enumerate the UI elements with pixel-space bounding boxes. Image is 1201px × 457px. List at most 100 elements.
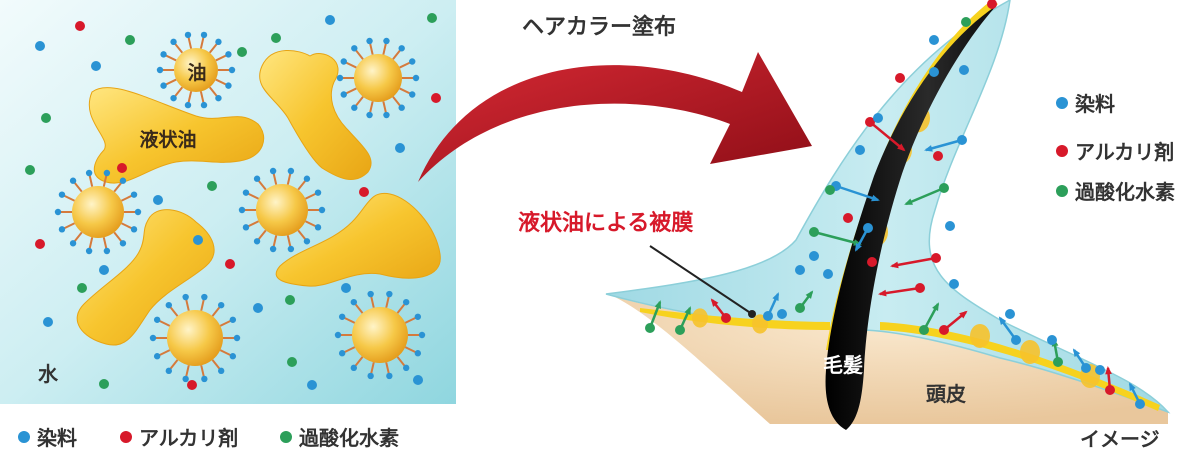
surfactant-head	[351, 104, 358, 111]
alkali-dot	[865, 117, 875, 127]
peroxide-dot	[285, 295, 295, 305]
surfactant-head	[85, 247, 93, 255]
surfactant-head	[215, 94, 222, 102]
peroxide-dot	[795, 303, 805, 313]
oil-film-bump	[1020, 340, 1040, 364]
alkali-dot	[187, 380, 197, 390]
surfactant-head	[182, 375, 189, 383]
micelle-icon	[149, 293, 241, 383]
dye-dot	[863, 223, 873, 233]
arrow-head	[998, 316, 1007, 325]
peroxide-dot	[25, 165, 35, 175]
surfactant-head	[336, 74, 344, 82]
film-label: 液状油による被膜	[518, 210, 693, 236]
oil-micelles	[54, 31, 426, 383]
dye-icon	[18, 431, 30, 443]
surfactant-head	[253, 175, 261, 182]
peroxide-dot	[675, 325, 685, 335]
legend-alkali-label: アルカリ剤	[1075, 140, 1174, 164]
arrow-shaft	[835, 184, 879, 202]
dye-dot	[873, 113, 883, 123]
legend-dye-label: 染料	[1075, 92, 1115, 116]
penetration-arrow-icon	[878, 283, 925, 297]
liquid-oil-blob	[88, 87, 265, 184]
dye-dot	[307, 380, 317, 390]
penetration-arrow-icon	[865, 117, 906, 152]
micelle-icon	[334, 290, 426, 380]
surfactant-head	[350, 298, 358, 306]
surfactant-head	[242, 189, 250, 196]
dye-icon	[1056, 97, 1068, 109]
micelle-icon	[336, 37, 420, 119]
peroxide-dot	[271, 33, 281, 43]
surfactant-head	[160, 82, 167, 89]
surfactant-head	[182, 293, 189, 301]
oil-film-bump	[970, 324, 990, 348]
oil-film-bump	[692, 308, 708, 328]
surfactant-head	[119, 240, 127, 247]
peroxide-dot	[125, 35, 135, 45]
dye-dot	[823, 269, 833, 279]
surfactant-head	[303, 238, 311, 245]
surfactant-head	[412, 74, 420, 82]
penetration-arrow-icon	[763, 292, 780, 321]
surfactant-head	[217, 301, 225, 309]
surfactant-head	[217, 367, 225, 375]
arrow-head	[805, 290, 814, 299]
surfactant-head	[228, 66, 236, 74]
surfactant-head	[184, 31, 192, 39]
scalp-label: 頭皮	[926, 382, 966, 406]
alkali-icon	[1056, 145, 1068, 157]
surfactant-head	[103, 169, 111, 177]
alkali-dot	[915, 283, 925, 293]
penetration-arrow-icon	[919, 302, 940, 335]
dye-dot	[341, 283, 351, 293]
surfactant-head	[134, 208, 142, 216]
dye-dot	[1011, 335, 1021, 345]
dye-dot	[949, 279, 959, 289]
micelle-core	[174, 48, 218, 92]
surfactant-head	[200, 31, 208, 39]
penetration-arrow-icon	[809, 227, 862, 246]
surfactant-head	[130, 226, 138, 233]
alkali-dot	[939, 325, 949, 335]
peroxide-dot	[939, 183, 949, 193]
peroxide-dot	[961, 17, 971, 27]
surfactant-head	[229, 353, 237, 360]
hair-scalp-panel: 液状油による被膜 毛髪 頭皮 イメージ	[518, 0, 1171, 451]
dye-dot	[957, 135, 967, 145]
film-callout-line	[649, 245, 753, 315]
alkali-icon	[120, 431, 132, 443]
dye-dot	[763, 311, 773, 321]
surfactant-head	[225, 51, 232, 58]
surfactant-head	[402, 298, 410, 306]
micelle-icon	[238, 167, 326, 253]
arrow-shaft	[925, 138, 963, 152]
peroxide-dot	[207, 181, 217, 191]
legend-peroxide-label: 過酸化水素	[299, 426, 399, 450]
surfactant-head	[225, 82, 232, 89]
dye-dot	[1005, 309, 1015, 319]
arrow-head	[897, 143, 906, 152]
hair-label: 毛髪	[823, 353, 863, 377]
dye-dot	[959, 65, 969, 75]
dye-dot	[325, 15, 335, 25]
penetration-arrow-icon	[939, 310, 968, 335]
surfactant-head	[149, 334, 157, 342]
penetration-arrow-icon	[998, 316, 1021, 345]
alkali-dot	[895, 73, 905, 83]
alkali-dot	[75, 21, 85, 31]
surfactant-head	[69, 177, 77, 184]
dye-dot	[413, 375, 423, 385]
alkali-dot	[225, 259, 235, 269]
surfactant-head	[130, 191, 138, 198]
film-callout-dot	[748, 310, 756, 318]
arrow-shaft	[891, 256, 937, 268]
surfactant-head	[366, 111, 373, 119]
surfactant-head	[383, 37, 390, 45]
surfactant-head	[386, 372, 393, 380]
surfactant-head	[414, 350, 422, 357]
peroxide-dot	[99, 379, 109, 389]
dye-dot	[35, 41, 45, 51]
surfactant-head	[85, 169, 93, 177]
